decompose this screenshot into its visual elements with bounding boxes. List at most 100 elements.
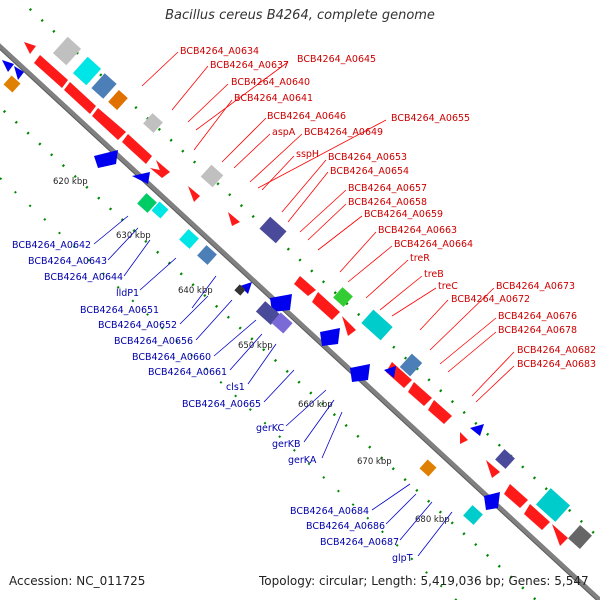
reverse-gene — [320, 328, 340, 346]
gene-label: BCB4264_A0665 — [182, 399, 261, 410]
feature-block — [259, 216, 287, 244]
gene-label: treC — [438, 281, 458, 292]
accession-text: Accession: NC_011725 — [9, 574, 146, 588]
reverse-labels: BCB4264_A0642 BCB4264_A0643 BCB4264_A064… — [12, 240, 413, 564]
gene-label: gerKC — [256, 423, 284, 434]
reverse-features — [3, 75, 483, 525]
gene-label: BCB4264_A0664 — [394, 239, 473, 250]
reverse-gene — [2, 60, 14, 72]
forward-gene — [228, 212, 240, 226]
gene-label: sspH — [296, 149, 319, 160]
tick-label: 620 kbp — [53, 177, 88, 187]
reverse-gene — [350, 364, 370, 382]
reverse-gene — [240, 282, 252, 294]
forward-gene — [24, 42, 36, 54]
forward-gene — [188, 186, 200, 202]
gene-label: BCB4264_A0649 — [304, 127, 383, 138]
forward-labels: BCB4264_A0634 BCB4264_A0637 BCB4264_A064… — [180, 46, 596, 370]
feature-block — [495, 449, 515, 469]
reverse-leader-lines — [93, 215, 453, 557]
gene-label: BCB4264_A0678 — [498, 325, 577, 336]
forward-gene — [294, 276, 316, 296]
gene-label: BCB4264_A0642 — [12, 240, 91, 251]
gene-label: BCB4264_A0659 — [364, 209, 443, 220]
gene-label: BCB4264_A0663 — [378, 225, 457, 236]
genome-backbone — [0, 43, 600, 600]
feature-block — [91, 73, 117, 99]
feature-block — [361, 309, 393, 341]
scale-ticks: 620 kbp 630 kbp 640 kbp 650 kbp 660 kbp … — [53, 177, 450, 525]
gene-label: BCB4264_A0676 — [498, 311, 577, 322]
gene-label: BCB4264_A0646 — [267, 111, 346, 122]
gene-label: BCB4264_A0654 — [330, 166, 409, 177]
forward-gene — [504, 484, 528, 508]
reverse-gene — [270, 294, 292, 312]
gene-label: BCB4264_A0640 — [231, 77, 310, 88]
gene-label: BCB4264_A0660 — [132, 352, 211, 363]
feature-block — [143, 113, 163, 133]
feature-block — [463, 505, 483, 525]
gene-label: BCB4264_A0655 — [391, 113, 470, 124]
feature-block — [255, 301, 281, 325]
gene-label: BCB4264_A0641 — [234, 93, 313, 104]
tick-label: 640 kbp — [178, 286, 213, 296]
forward-gene — [428, 400, 452, 424]
gene-label: BCB4264_A0644 — [44, 272, 123, 283]
gene-label: BCB4264_A0658 — [348, 197, 427, 208]
gene-label: BCB4264_A0687 — [320, 537, 399, 548]
feature-block — [234, 284, 246, 296]
tick-label: 680 kbp — [415, 515, 450, 525]
forward-gene — [34, 55, 68, 88]
gene-label: gerKA — [288, 455, 317, 466]
forward-gene — [64, 82, 96, 114]
feature-block — [271, 312, 293, 334]
reverse-gene — [484, 492, 500, 510]
feature-block — [72, 56, 102, 86]
tick-label: 650 kbp — [238, 341, 273, 351]
feature-block — [197, 245, 217, 265]
gene-label: gerKB — [272, 439, 301, 450]
feature-block — [419, 459, 437, 477]
gene-label: BCB4264_A0645 — [297, 54, 376, 65]
gene-label: aspA — [272, 127, 296, 138]
forward-gene — [486, 460, 500, 478]
gene-label: BCB4264_A0652 — [98, 320, 177, 331]
feature-block — [535, 488, 571, 522]
forward-gene — [524, 504, 550, 530]
forward-gene — [92, 108, 126, 140]
reverse-gene — [14, 66, 24, 80]
feature-block — [3, 75, 21, 93]
gene-label: BCB4264_A0683 — [517, 359, 596, 370]
gene-label: BCB4264_A0673 — [496, 281, 575, 292]
forward-genes — [24, 42, 568, 546]
gene-label: treR — [410, 253, 430, 264]
reverse-gene — [132, 172, 150, 184]
gene-label: BCB4264_A0657 — [348, 183, 427, 194]
forward-gene — [342, 316, 356, 336]
gene-label: BCB4264_A0672 — [451, 294, 530, 305]
gene-label: BCB4264_A0686 — [306, 521, 385, 532]
gene-label: glpT — [392, 553, 413, 564]
feature-block — [179, 229, 199, 249]
feature-block — [151, 201, 169, 219]
reverse-gene — [384, 366, 396, 378]
forward-gene — [312, 292, 340, 320]
feature-block — [52, 36, 82, 66]
gene-label: cls1 — [226, 382, 245, 393]
map-title: Bacillus cereus B4264, complete genome — [165, 8, 435, 23]
gene-label: BCB4264_A0634 — [180, 46, 259, 57]
gene-label: BCB4264_A0643 — [28, 256, 107, 267]
gene-label: BCB4264_A0684 — [290, 506, 369, 517]
forward-gene — [122, 134, 152, 164]
feature-block — [333, 287, 353, 307]
forward-gene — [460, 432, 468, 444]
inner-scale-track — [0, 105, 538, 600]
reverse-gene — [470, 424, 484, 436]
gene-label: BCB4264_A0682 — [517, 345, 596, 356]
topology-text: Topology: circular; Length: 5,419,036 bp… — [259, 574, 589, 588]
gene-label: BCB4264_A0651 — [80, 305, 159, 316]
feature-block — [137, 193, 157, 213]
reverse-gene — [94, 150, 118, 168]
gene-label: BCB4264_A0661 — [148, 367, 227, 378]
